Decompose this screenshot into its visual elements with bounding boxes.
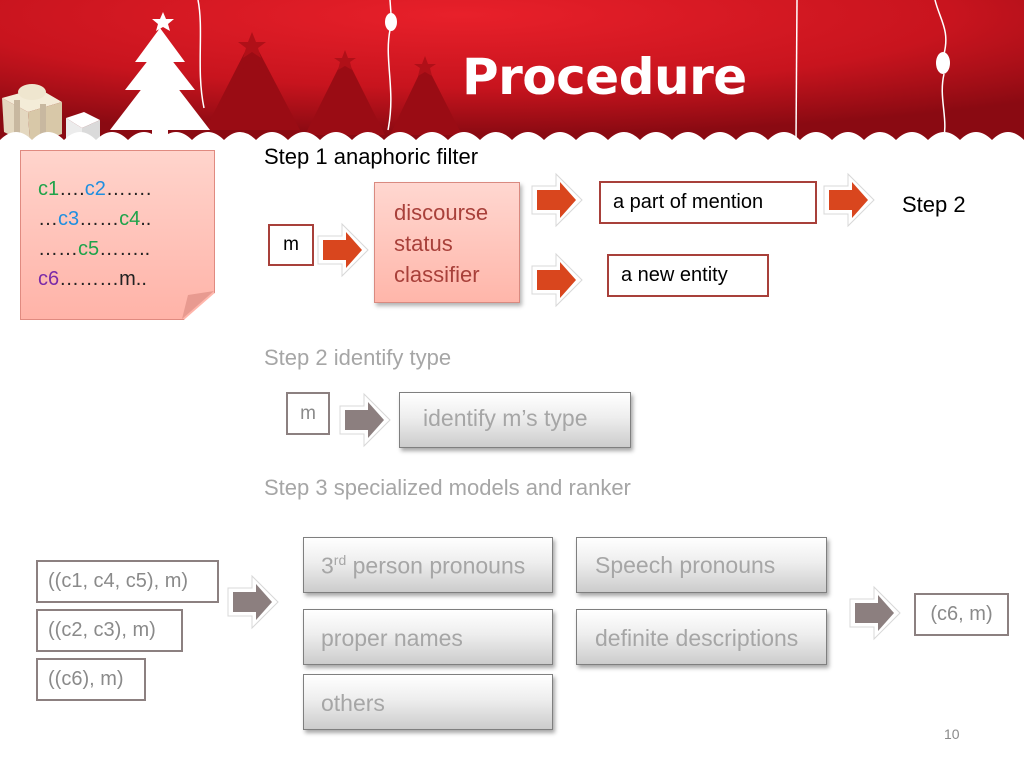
- hanging-ornaments: [197, 0, 947, 146]
- slide-title: Procedure: [462, 48, 747, 106]
- new-entity-box: a new entity: [607, 254, 769, 297]
- gift-icon: [2, 84, 100, 146]
- header-banner: [0, 0, 1024, 150]
- white-tree-icon: [110, 12, 210, 142]
- christmas-banner-graphic: [0, 0, 1024, 150]
- note-line-4: c6………m..: [38, 268, 147, 290]
- model-speech-pronouns: Speech pronouns: [576, 537, 827, 593]
- discourse-status-classifier: discourse status classifier: [374, 182, 520, 303]
- note-line-2: …c3……c4..: [38, 208, 152, 230]
- identify-type-box: identify m’s type: [399, 392, 631, 448]
- arrow-right-icon: [317, 222, 369, 278]
- cluster-candidate-2: ((c2, c3), m): [36, 609, 183, 652]
- part-of-mention-box: a part of mention: [599, 181, 817, 224]
- model-third-person-pronouns: 3rd person pronouns: [303, 537, 553, 593]
- arrow-right-icon: [531, 252, 583, 308]
- cluster-candidate-1: ((c1, c4, c5), m): [36, 560, 219, 603]
- note-line-1: c1….c2…….: [38, 178, 152, 200]
- classifier-line-1: discourse: [394, 200, 489, 225]
- step3-heading: Step 3 specialized models and ranker: [264, 475, 631, 500]
- model-definite-descriptions: definite descriptions: [576, 609, 827, 665]
- model-proper-names: proper names: [303, 609, 553, 665]
- note-fold-corner: [182, 291, 214, 319]
- arrow-right-icon: [531, 172, 583, 228]
- step2-next-label: Step 2: [902, 192, 966, 217]
- arrow-right-icon: [227, 574, 279, 630]
- arrow-right-icon: [823, 172, 875, 228]
- classifier-line-3: classifier: [394, 262, 480, 287]
- step2-mention-box: m: [286, 392, 330, 435]
- note-line-3: ……c5……..: [38, 238, 151, 260]
- result-box: (c6, m): [914, 593, 1009, 636]
- step1-heading: Step 1 anaphoric filter: [264, 144, 479, 169]
- arrow-right-icon: [849, 585, 901, 641]
- tree-silhouettes: [205, 38, 462, 135]
- page-number: 10: [944, 726, 960, 742]
- note-text: c1….c2……. …c3……c4.. ……c5…….. c6………m..: [38, 174, 151, 294]
- sticky-note: [20, 150, 215, 320]
- arrow-right-icon: [339, 392, 391, 448]
- step1-mention-box: m: [268, 224, 314, 266]
- cluster-candidate-3: ((c6), m): [36, 658, 146, 701]
- model-others: others: [303, 674, 553, 730]
- step2-heading: Step 2 identify type: [264, 345, 452, 370]
- classifier-line-2: status: [394, 231, 453, 256]
